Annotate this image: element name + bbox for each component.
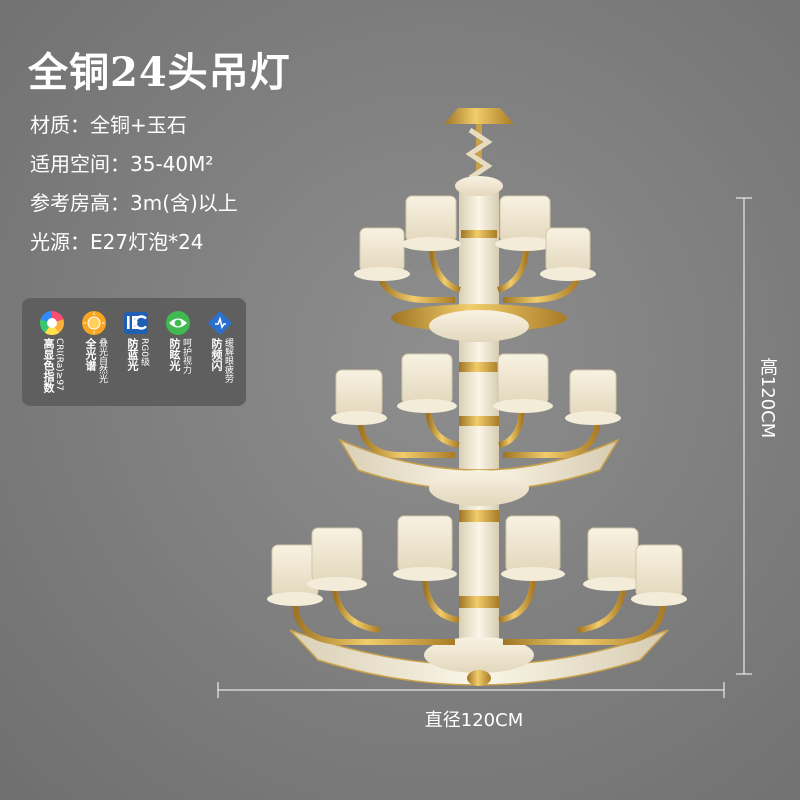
tier-2: [331, 353, 621, 506]
color-wheel-icon: [40, 311, 64, 336]
diameter-dimension-label: 直径120CM: [424, 710, 524, 731]
central-column: [455, 176, 503, 660]
feature-anti-flicker: 缓解眼疲劳 防频闪: [200, 308, 240, 400]
tier-3: [267, 515, 687, 686]
spec-space: 适用空间：35-40M²: [30, 152, 214, 176]
feature-glare-label: 防眩光: [168, 338, 181, 371]
feature-blue-light-detail: RG0级: [139, 338, 149, 366]
height-dimension-label: 高120CM: [757, 357, 778, 439]
spec-material: 材质：全铜+玉石: [30, 113, 187, 137]
feature-glare-detail: 呵护视力: [181, 338, 191, 374]
feature-blue-light-label: 防蓝光: [126, 338, 139, 371]
spec-list: 材质：全铜+玉石 适用空间：35-40M² 参考房高：3m(含)以上 光源：E2…: [30, 112, 238, 268]
spec-light-source: 光源：E27灯泡*24: [30, 230, 204, 254]
feature-spectrum-label: 全光谱: [84, 338, 97, 371]
feature-cri-label: 高显色指数: [42, 338, 55, 393]
product-title: 全铜24头吊灯: [28, 49, 291, 96]
eye-icon: [166, 311, 190, 335]
feature-flicker-detail: 缓解眼疲劳: [223, 338, 233, 383]
feature-full-spectrum: 叠光自然光 全光谱: [74, 308, 114, 400]
feature-spectrum-detail: 叠光自然光: [97, 338, 107, 383]
sun-icon: [82, 311, 106, 335]
spec-ceiling-height: 参考房高：3m(含)以上: [30, 191, 238, 215]
iec-icon: [124, 312, 148, 334]
feature-anti-glare: 呵护视力 防眩光: [158, 308, 198, 400]
feature-badges: CRI(Ra)≥97 高显色指数 叠光自然光 全光谱 RG0级: [22, 298, 246, 406]
feature-cri-detail: CRI(Ra)≥97: [54, 338, 64, 391]
ceiling-canopy: [444, 108, 514, 181]
tier-1: [354, 195, 596, 342]
dimension-guides: [217, 197, 752, 698]
feature-flicker-label: 防频闪: [210, 338, 223, 371]
feature-cri: CRI(Ra)≥97 高显色指数: [32, 308, 72, 400]
feature-blue-light: RG0级 防蓝光: [116, 308, 156, 400]
flicker-diamond-icon: [207, 310, 233, 336]
